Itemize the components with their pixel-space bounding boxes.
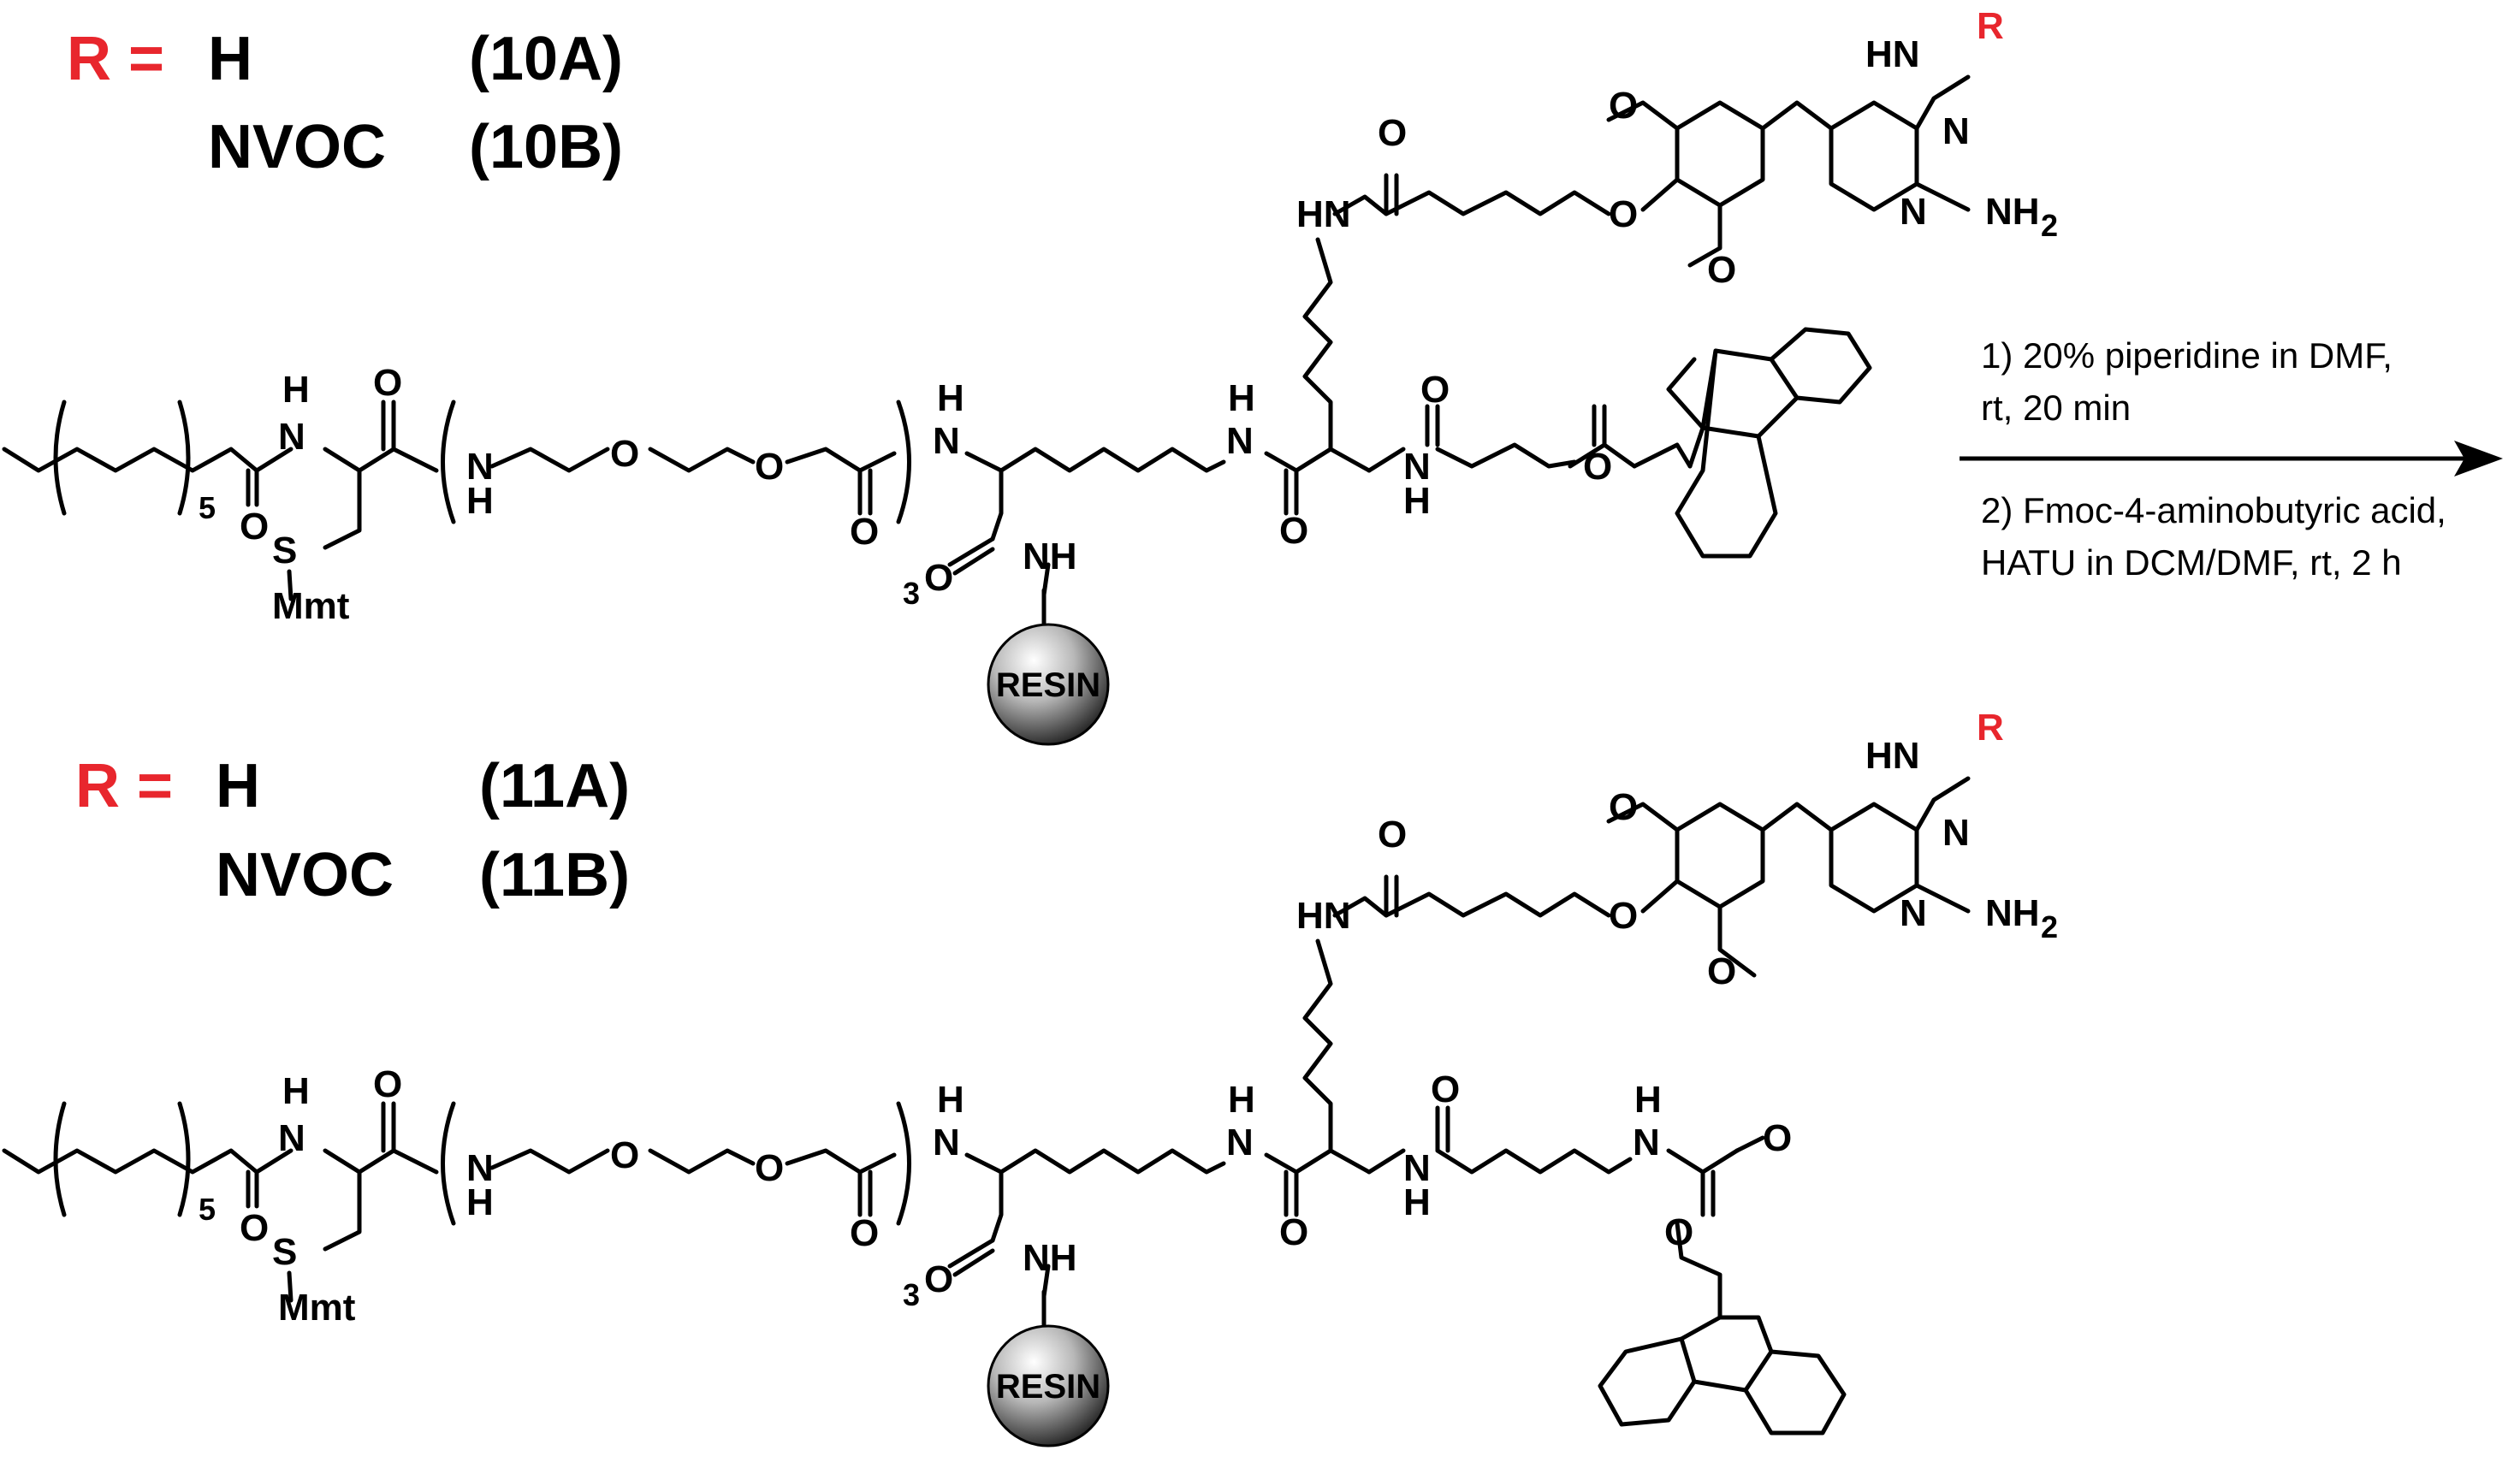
condition-step1-detail: rt, 20 min <box>1981 388 2131 428</box>
structure-11: RESIN 5 H N O O S Mmt N H O O O 3 H N O … <box>2 707 2058 1447</box>
n-label: N <box>1226 1122 1254 1163</box>
o-label: O <box>1609 85 1638 127</box>
r-label: R <box>1977 707 2004 749</box>
resin-bead <box>987 623 1110 746</box>
o-label: O <box>610 1134 639 1176</box>
o-label: O <box>1583 446 1612 488</box>
r-group-legend-bottom: R = H (11A) NVOC (11B) <box>75 752 630 909</box>
n-label: N <box>466 446 494 488</box>
structure-10: RESIN 5 H N O O S Mmt N H O O O 3 H N O … <box>2 5 2058 746</box>
repeat-3: 3 <box>903 1277 920 1312</box>
nh2-label: NH <box>1985 892 2040 934</box>
o-label: O <box>1609 193 1638 235</box>
nh2-subscript: 2 <box>2041 909 2058 944</box>
nh-label: N <box>278 416 305 458</box>
hn-label: HN <box>1296 193 1351 235</box>
h-label: H <box>937 377 964 419</box>
n-label: N <box>278 1117 305 1159</box>
nh-label: NH <box>1023 536 1077 577</box>
o-label: O <box>1420 369 1450 411</box>
hn-label: HN <box>1865 33 1920 75</box>
resin-label: RESIN <box>996 1368 1100 1406</box>
n-label: N <box>1633 1122 1660 1163</box>
o-label: O <box>240 506 269 548</box>
n-label: N <box>1942 110 1970 152</box>
nh-label: H <box>282 369 310 411</box>
o-label: O <box>373 362 402 404</box>
o-label: O <box>1431 1069 1460 1110</box>
o-label: O <box>1378 814 1407 855</box>
h-label: H <box>1228 377 1255 419</box>
n-label: N <box>1942 812 1970 854</box>
o-label: O <box>850 1212 879 1254</box>
n-label: N <box>1403 446 1431 488</box>
n-label: N <box>1900 191 1927 233</box>
n-label: N <box>466 1147 494 1189</box>
nh-label: NH <box>1023 1237 1077 1279</box>
hn-label: HN <box>1865 735 1920 777</box>
substituent-h: H <box>216 752 260 820</box>
r-group-legend-top: R = H (10A) NVOC (10B) <box>67 25 623 181</box>
n-label: N <box>1403 1147 1431 1189</box>
o-label: O <box>850 511 879 553</box>
o-label: O <box>755 1147 784 1189</box>
hn-label: HN <box>1296 895 1351 937</box>
compound-id-10a: (10A) <box>469 25 623 93</box>
repeat-3: 3 <box>903 576 920 611</box>
n-label: N <box>933 420 960 462</box>
substituent-h: H <box>208 25 252 93</box>
nh2-label: NH <box>1985 191 2040 233</box>
h-label: H <box>1228 1079 1255 1121</box>
o-label: O <box>924 1258 953 1300</box>
o-label: O <box>1664 1211 1693 1253</box>
condition-step2: 2) Fmoc-4-aminobutyric acid, <box>1981 490 2446 530</box>
h-label: H <box>466 480 494 522</box>
h-label: H <box>937 1079 964 1121</box>
o-label: O <box>1763 1117 1792 1159</box>
h-label: H <box>1634 1079 1662 1121</box>
substituent-nvoc: NVOC <box>216 841 394 909</box>
o-label: O <box>1707 950 1736 992</box>
o-label: O <box>373 1063 402 1105</box>
o-label: O <box>240 1207 269 1249</box>
o-label: O <box>755 446 784 488</box>
resin-bead <box>987 1324 1110 1447</box>
n-label: N <box>1900 892 1927 934</box>
h-label: H <box>466 1181 494 1223</box>
r-equals-label: R = <box>75 752 173 820</box>
resin-label: RESIN <box>996 666 1100 704</box>
o-label: O <box>1707 249 1736 291</box>
repeat-5: 5 <box>199 490 216 525</box>
o-label: O <box>1609 895 1638 937</box>
o-label: O <box>610 433 639 475</box>
h-label: H <box>282 1070 310 1112</box>
o-label: O <box>924 557 953 599</box>
repeat-5: 5 <box>199 1192 216 1227</box>
substituent-nvoc: NVOC <box>208 113 386 181</box>
r-label: R <box>1977 5 2004 47</box>
mmt-label: Mmt <box>278 1287 356 1329</box>
compound-id-11b: (11B) <box>479 841 630 909</box>
s-label: S <box>272 1231 297 1273</box>
condition-step1: 1) 20% piperidine in DMF, <box>1981 335 2393 376</box>
s-label: S <box>272 530 297 571</box>
h-label: H <box>1403 480 1431 522</box>
mmt-label: Mmt <box>272 585 350 627</box>
condition-step2-detail: HATU in DCM/DMF, rt, 2 h <box>1981 542 2402 583</box>
reaction-conditions: 1) 20% piperidine in DMF, rt, 20 min 2) … <box>1981 335 2446 583</box>
o-label: O <box>1279 510 1308 552</box>
compound-id-10b: (10B) <box>469 113 623 181</box>
n-label: N <box>933 1122 960 1163</box>
o-label: O <box>1378 112 1407 154</box>
h-label: H <box>1403 1181 1431 1223</box>
compound-id-11a: (11A) <box>479 752 630 820</box>
r-equals-label: R = <box>67 25 164 93</box>
reaction-arrow <box>1960 441 2503 477</box>
o-label: O <box>1609 786 1638 828</box>
n-label: N <box>1226 420 1254 462</box>
o-label: O <box>1279 1211 1308 1253</box>
nh2-subscript: 2 <box>2041 208 2058 243</box>
